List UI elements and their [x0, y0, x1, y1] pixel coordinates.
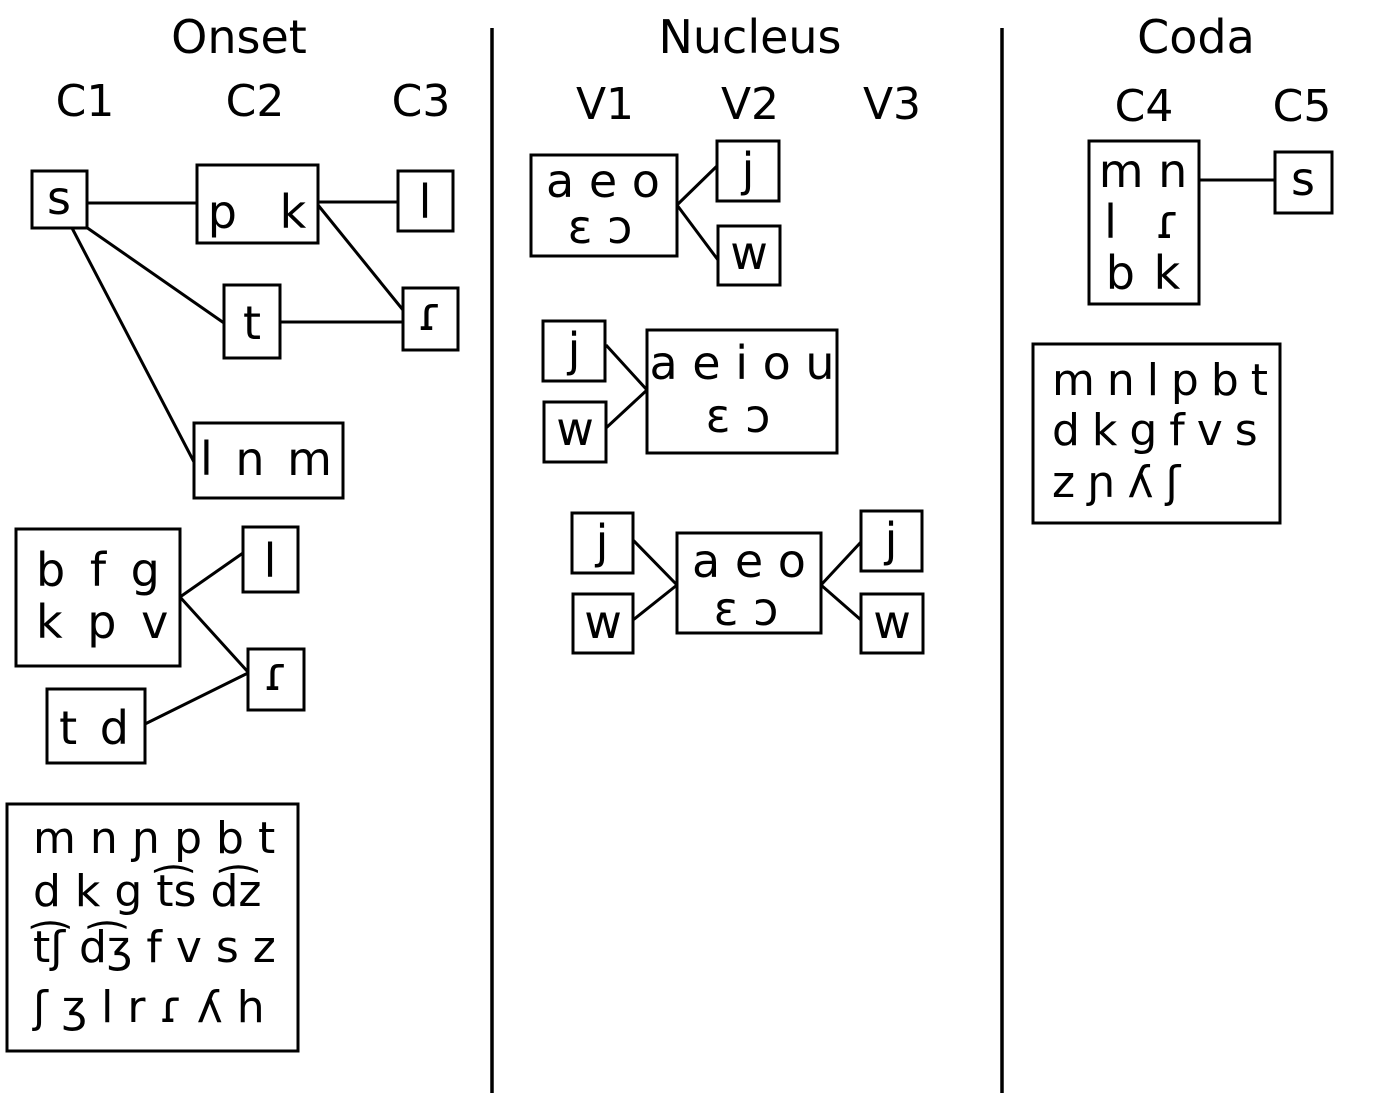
onset-tap-top-box [401, 286, 460, 352]
onset-tap-top-glyph: ɾ [418, 287, 442, 341]
nucleus-g3-j-left-glyph: j [595, 515, 609, 569]
onset-lnm-glyphs: l n m [200, 432, 336, 486]
onset-t-box [222, 283, 282, 360]
nucleus-g3-w-right-box [859, 592, 925, 655]
column-label-v1: V1 [576, 79, 634, 130]
edge-g1-vowels-to-w [675, 204, 720, 261]
nucleus-g3-w-left-glyph: w [584, 595, 622, 649]
column-label-v3: V3 [863, 79, 921, 130]
nucleus-g3-vowels-row1: a e o [692, 534, 806, 588]
edge-s-to-lnm [70, 227, 196, 463]
onset-s-glyph: s [47, 171, 71, 225]
nucleus-g2-j-box [541, 319, 607, 383]
coda-c4-row1: m n [1099, 144, 1188, 198]
edge-g2-j-to-vowels [604, 343, 649, 392]
nucleus-g1-vowels-row1: a e o [546, 154, 660, 208]
coda-inventory-row1: m n l p b t [1052, 355, 1268, 406]
edge-g2-w-to-vowels [604, 388, 649, 430]
nucleus-g1-j-glyph: j [741, 143, 755, 197]
nucleus-g3-vowels-box [675, 531, 823, 635]
onset-inventory-row2: d k g t͡s d͡z [33, 864, 262, 917]
nucleus-g3-j-left-box [570, 511, 635, 575]
nucleus-g2-j-glyph: j [567, 323, 581, 377]
onset-l-top-glyph: l [419, 175, 432, 229]
onset-pk-box [195, 163, 320, 245]
edge-g1-vowels-to-j [675, 164, 719, 207]
nucleus-g3-j-right-glyph: j [884, 513, 898, 567]
column-label-c3: C3 [392, 76, 451, 127]
nucleus-g1-j-box [715, 139, 781, 203]
column-label-c2: C2 [226, 76, 285, 127]
nucleus-g1-vowels-row2: ɛ ɔ [568, 200, 633, 254]
onset-inventory-box [5, 802, 300, 1053]
edge-g3-wleft-to-vowels [632, 583, 678, 622]
column-label-v2: V2 [721, 79, 779, 130]
onset-t-glyph: t [243, 296, 261, 350]
onset-td-glyphs: t d [59, 701, 133, 755]
nucleus-g3-j-right-box [859, 509, 924, 573]
onset-bfg-row2: k p v [36, 595, 173, 649]
nucleus-g1-vowels-box [529, 153, 679, 258]
edge-bfg-to-l [179, 551, 244, 599]
nucleus-g1-w-glyph: w [730, 226, 768, 280]
nucleus-g3-w-left-box [571, 592, 635, 655]
onset-s-box [30, 169, 89, 230]
nucleus-g2-w-glyph: w [556, 402, 594, 456]
nucleus-g2-vowels-row1: a e i o u [649, 336, 834, 390]
edge-s-to-t [85, 225, 225, 325]
nucleus-g2-vowels-row2: ɛ ɔ [706, 389, 771, 443]
onset-inventory-row1: m n ɲ p b t [33, 813, 275, 864]
onset-bfg-row1: b f g [36, 543, 165, 597]
edge-bfg-to-tap [178, 595, 250, 674]
edge-td-to-tap [144, 671, 249, 726]
onset-l-mid-glyph: l [264, 534, 277, 588]
column-label-c1: C1 [56, 76, 115, 127]
coda-title: Coda [1137, 10, 1255, 64]
coda-c4-row3: b k [1106, 246, 1182, 300]
onset-pk-glyphs: p k [208, 185, 320, 239]
onset-td-box [45, 687, 147, 765]
coda-inventory-box [1031, 342, 1282, 525]
column-label-c5: C5 [1273, 81, 1332, 132]
coda-inventory-row2: d k g f v s [1052, 405, 1257, 456]
coda-s-glyph: s [1291, 152, 1315, 206]
edge-pk-to-tap [316, 204, 405, 311]
onset-inventory-row3: t͡ʃ d͡ʒ f v s z [30, 920, 276, 973]
onset-lnm-box [192, 421, 345, 500]
onset-bfg-kpv-box [14, 527, 182, 668]
nucleus-g2-w-box [542, 400, 608, 464]
nucleus-title: Nucleus [658, 10, 841, 64]
column-label-c4: C4 [1115, 81, 1174, 132]
onset-l-mid-box [241, 525, 300, 594]
edge-g3-vowels-to-jright [819, 540, 863, 587]
coda-s-box [1273, 150, 1334, 215]
nucleus-g2-vowels-box [645, 328, 839, 455]
edge-g3-jleft-to-vowels [631, 538, 679, 587]
onset-tap-mid-box [246, 647, 306, 712]
coda-c4-row2: l ɾ [1104, 195, 1192, 249]
coda-c4-box [1087, 139, 1201, 306]
nucleus-g3-vowels-row2: ɛ ɔ [714, 582, 779, 636]
nucleus-g1-w-box [716, 224, 782, 287]
coda-inventory-row3: z ɲ ʎ ʃ [1052, 457, 1182, 508]
onset-l-top-box [396, 169, 455, 233]
nucleus-g3-w-right-glyph: w [873, 595, 911, 649]
edge-g3-vowels-to-wright [820, 583, 862, 622]
onset-tap-mid-glyph: ɾ [264, 647, 288, 701]
onset-inventory-row4: ʃ ʒ l r ɾ ʎ h [32, 982, 265, 1033]
onset-title: Onset [171, 10, 307, 64]
